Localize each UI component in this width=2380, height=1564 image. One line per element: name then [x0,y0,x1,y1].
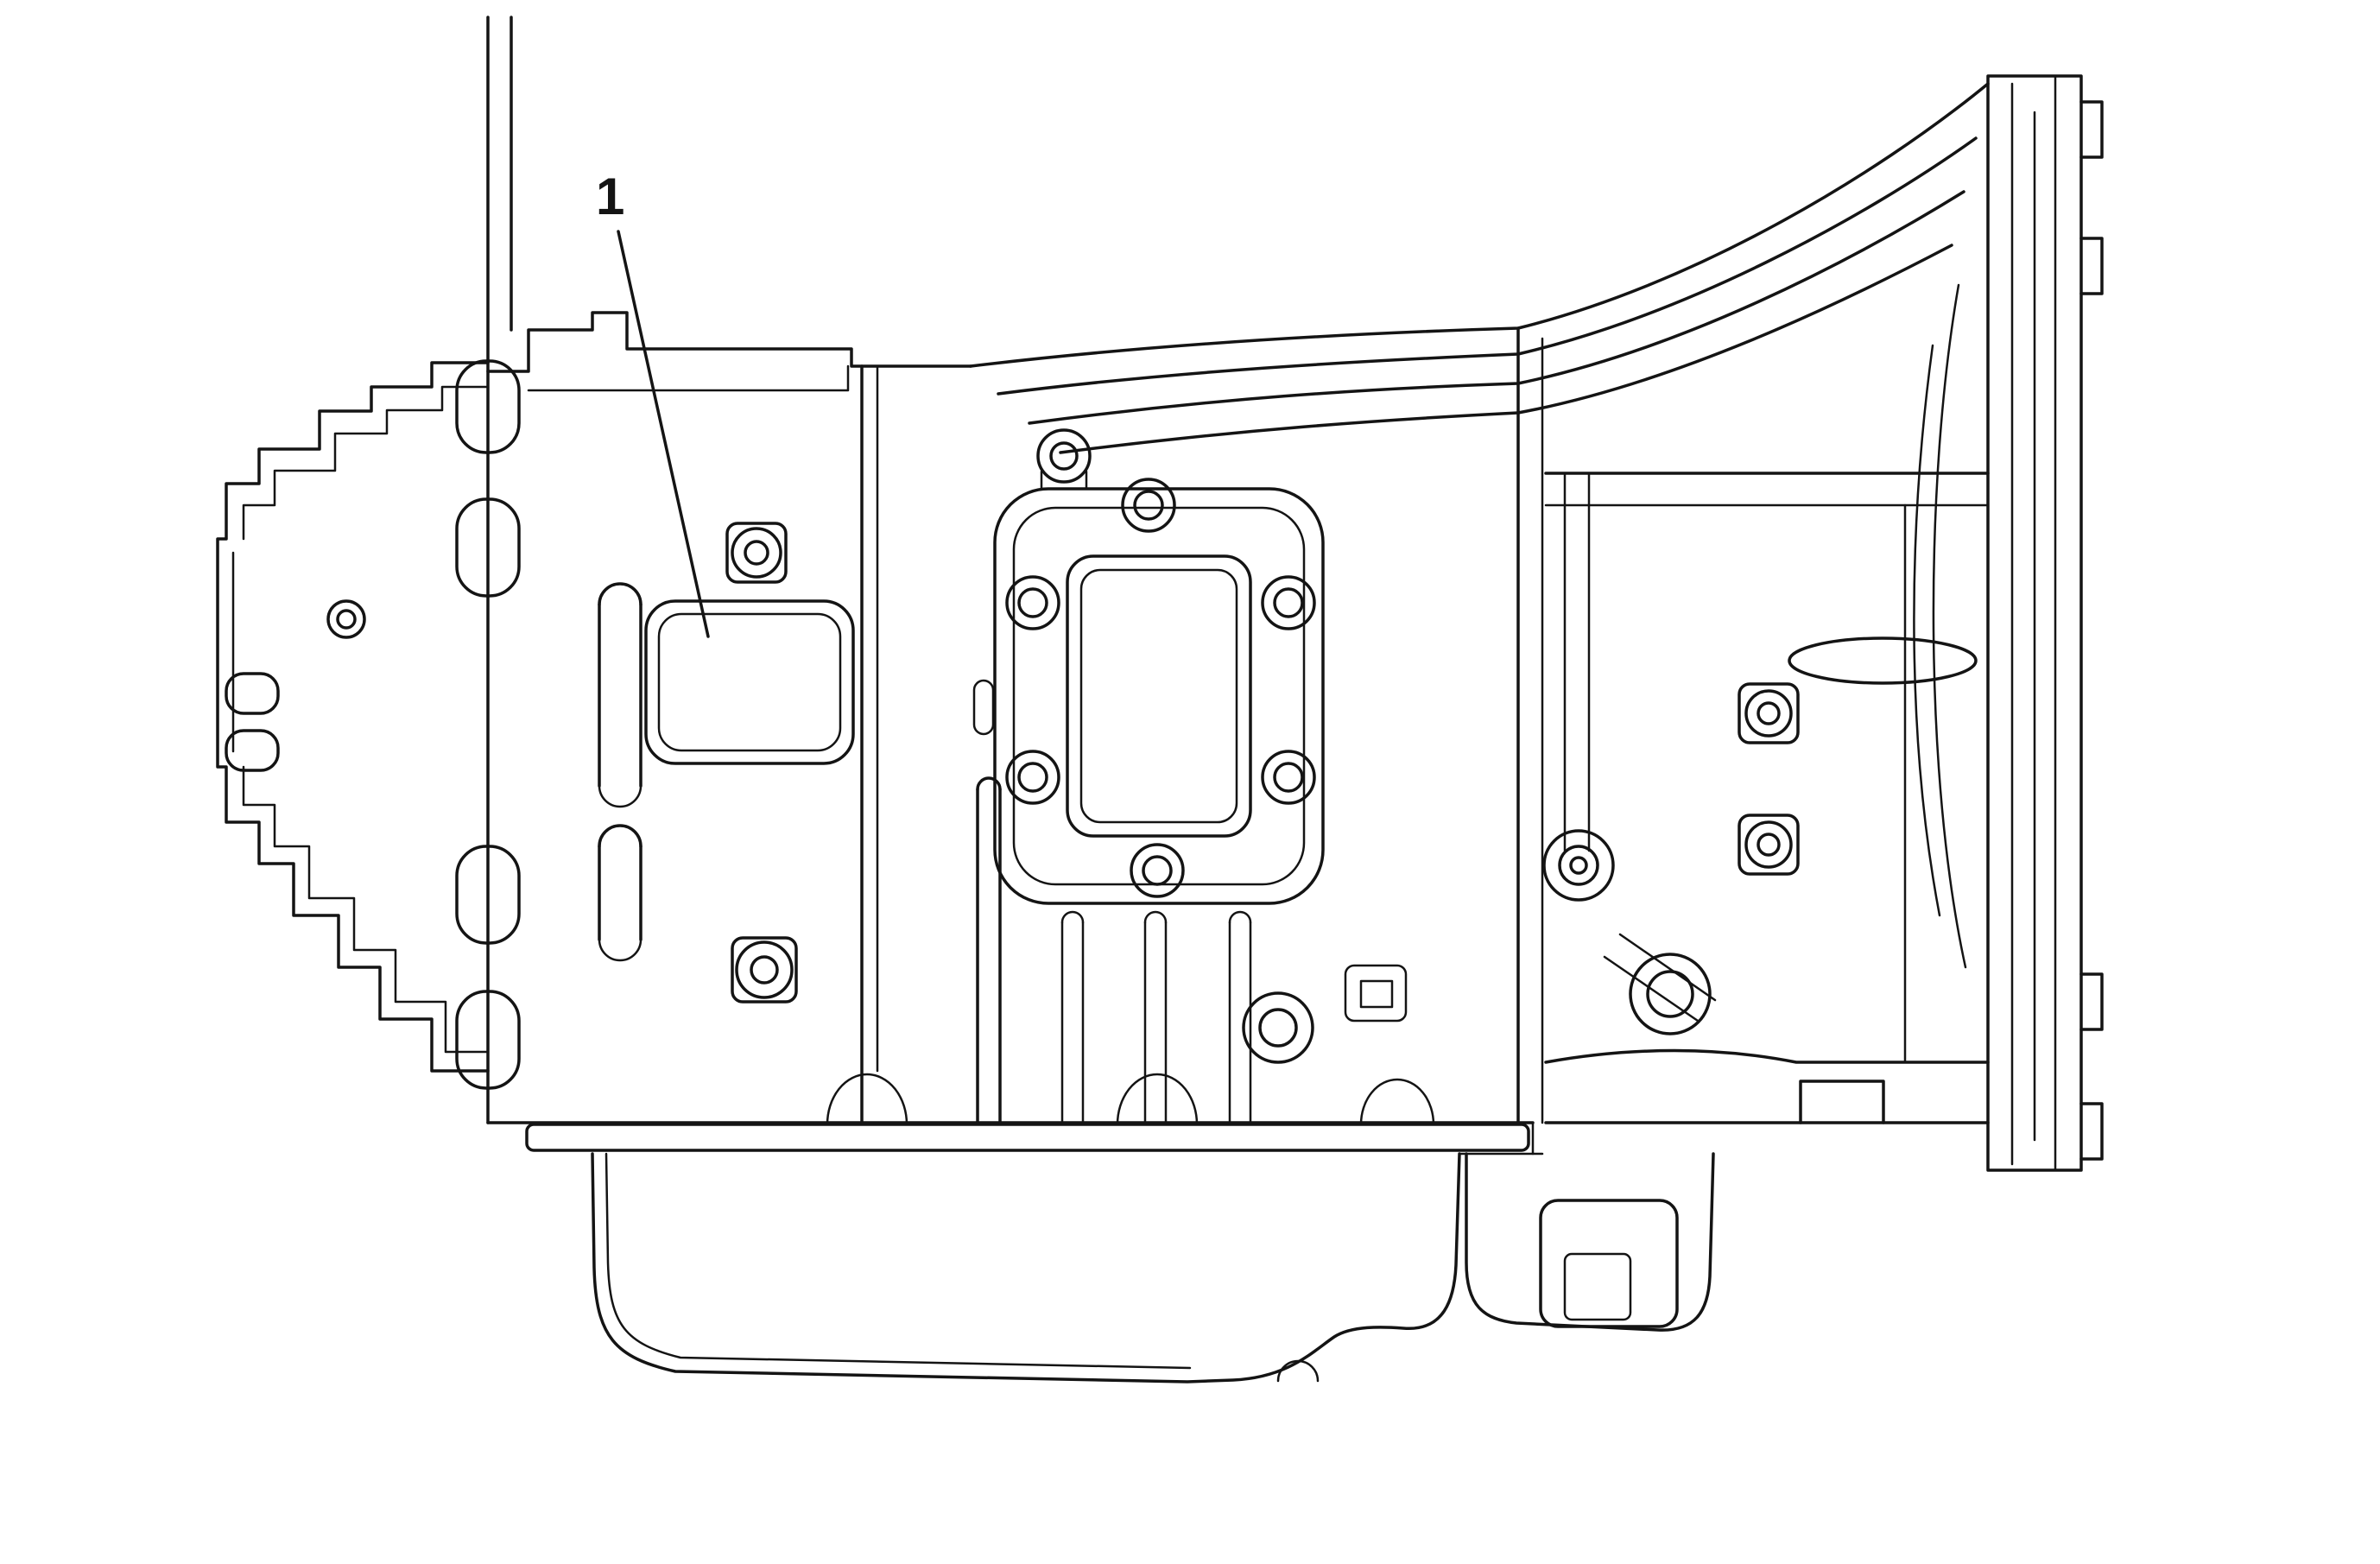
case-bottom-rail [486,1073,1535,1152]
top-rib-fan [969,82,1990,454]
cover-top-tab [1036,428,1092,491]
cover-bolt-holes [1005,478,1316,898]
adapter-bolt-lobes [455,359,521,1090]
oil-pan [591,1152,1461,1384]
filter-housing [1458,1152,1715,1332]
callout-1-leader-line [617,230,710,638]
callout-1-label: 1 [596,168,624,225]
left-adapter-housing [216,361,490,1073]
callout-1: 1 [596,168,710,638]
extension-housing [1516,326,1990,1124]
case-surface-details [598,364,1535,1156]
bell-housing-flange [1913,74,2104,1172]
case-top-edge [486,311,972,392]
pto-cover-plate [993,428,1325,905]
id-label-pad [644,599,855,765]
case-left-edge [486,16,513,1124]
